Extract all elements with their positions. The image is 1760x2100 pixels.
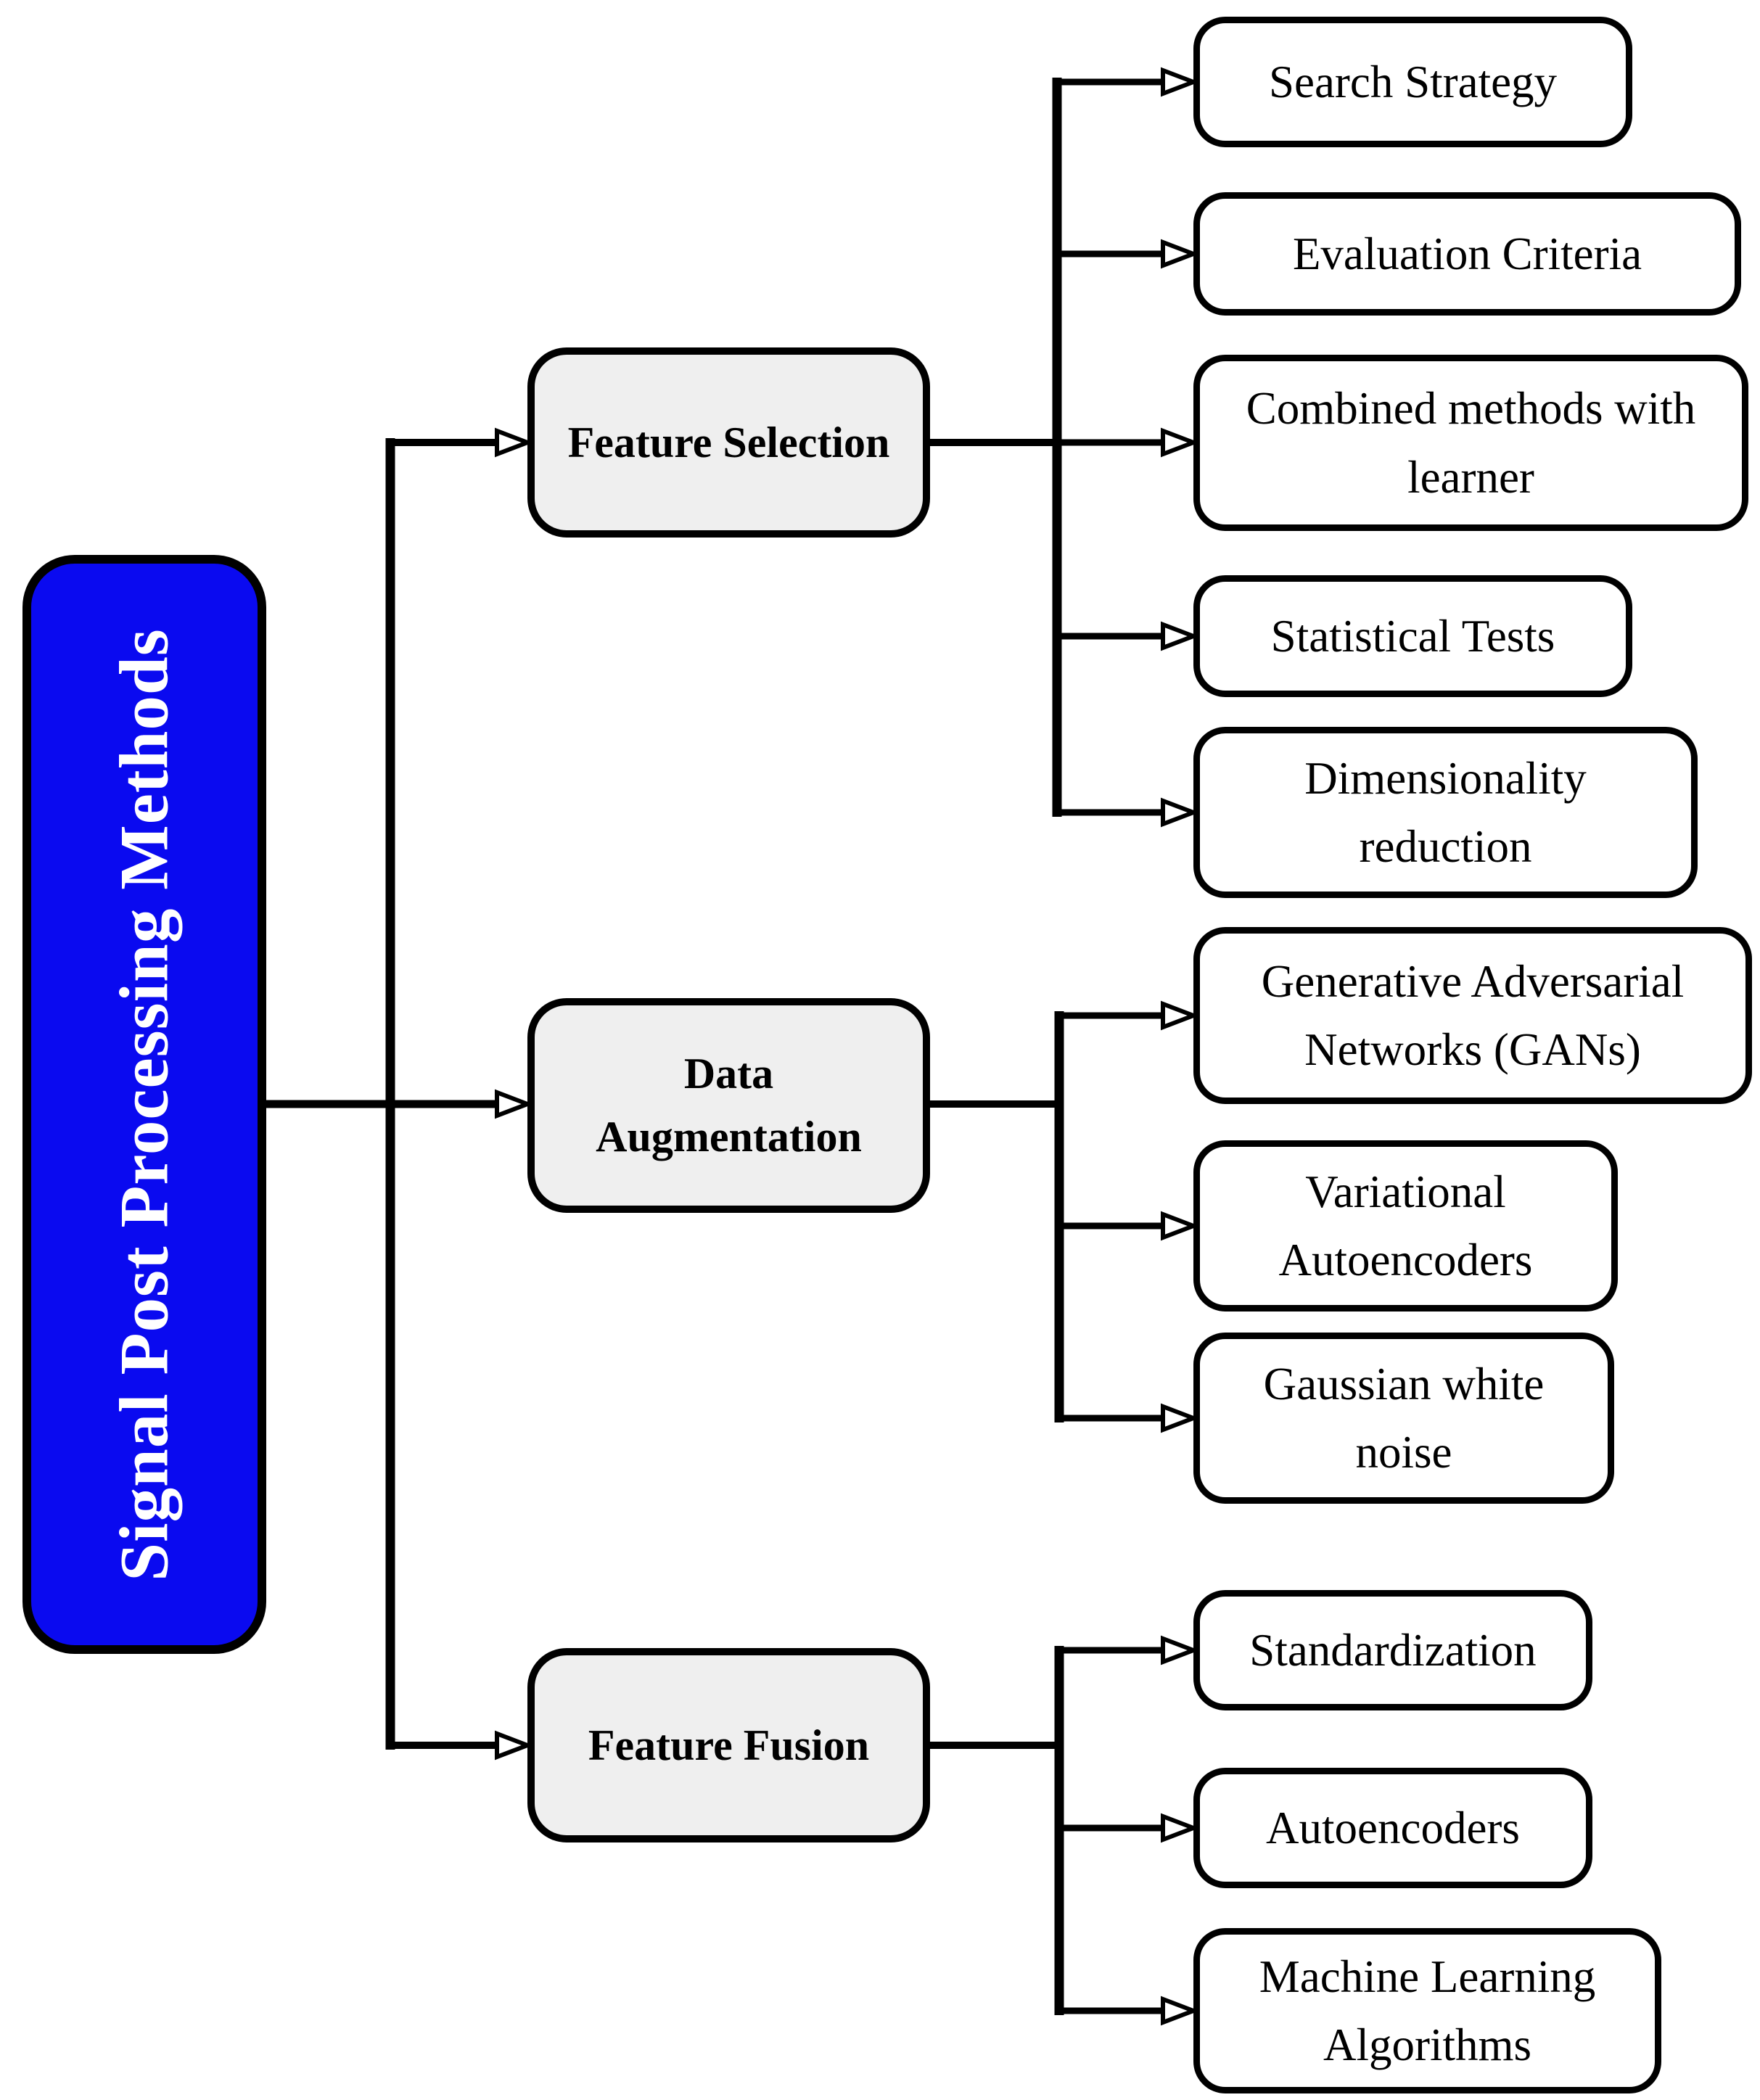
leaf-node-evaluation-criteria: Evaluation Criteria	[1193, 192, 1741, 316]
branch-node-feature-fusion: Feature Fusion	[527, 1648, 930, 1842]
leaf-node-variational-autoencoders: Variational Autoencoders	[1193, 1140, 1618, 1312]
leaf-node-label: Machine Learning Algorithms	[1259, 1951, 1596, 2071]
leaf-node-machine-learning-algorithms: Machine Learning Algorithms	[1193, 1928, 1661, 2093]
leaf-node-statistical-tests: Statistical Tests	[1193, 575, 1632, 697]
leaf-node-label: Dimensionality reduction	[1304, 752, 1587, 873]
leaf-node-combined-methods-with-learner: Combined methods with learner	[1193, 355, 1748, 531]
arrowhead	[1161, 1996, 1200, 2026]
arrowhead	[1161, 67, 1200, 97]
connector-root-to-branches	[266, 427, 534, 1761]
arrowhead	[1161, 1403, 1200, 1433]
leaf-node-search-strategy: Search Strategy	[1193, 17, 1632, 147]
leaf-node-label: Statistical Tests	[1270, 610, 1555, 662]
leaf-node-standardization: Standardization	[1193, 1590, 1592, 1710]
leaf-node-label: Standardization	[1249, 1624, 1537, 1676]
connector-feature-selection-to-leaves	[930, 67, 1200, 828]
arrowhead	[1161, 621, 1200, 651]
arrowhead	[495, 1730, 534, 1761]
leaf-node-dimensionality-reduction: Dimensionality reduction	[1193, 727, 1698, 898]
leaf-node-generative-adversarial-networks: Generative Adversarial Networks (GANs)	[1193, 927, 1752, 1104]
leaf-node-autoencoders: Autoencoders	[1193, 1768, 1592, 1888]
leaf-node-label: Combined methods with learner	[1246, 383, 1696, 503]
leaf-node-label: Gaussian white noise	[1263, 1358, 1545, 1478]
branch-node-label: Data Augmentation	[596, 1050, 862, 1161]
branch-node-label: Feature Selection	[567, 418, 890, 466]
branch-node-label: Feature Fusion	[588, 1721, 870, 1769]
connector-data-augmentation-to-leaves	[930, 1000, 1200, 1433]
arrowhead	[1161, 1000, 1200, 1031]
arrowhead	[1161, 1211, 1200, 1241]
leaf-node-label: Search Strategy	[1268, 56, 1558, 107]
root-node-label: Signal Post Processing Methods	[106, 627, 183, 1581]
arrowhead	[1161, 239, 1200, 269]
arrowhead	[1161, 1813, 1200, 1843]
leaf-node-gaussian-white-noise: Gaussian white noise	[1193, 1333, 1614, 1504]
arrowhead	[495, 1089, 534, 1119]
arrowhead	[1161, 797, 1200, 828]
leaf-node-label: Evaluation Criteria	[1292, 228, 1642, 279]
arrowhead	[1161, 1635, 1200, 1665]
leaf-node-label: Autoencoders	[1266, 1802, 1520, 1853]
connector-feature-fusion-to-leaves	[930, 1635, 1200, 2026]
arrowhead	[1161, 427, 1200, 458]
leaf-node-label: Variational Autoencoders	[1278, 1166, 1533, 1286]
branch-node-feature-selection: Feature Selection	[527, 347, 930, 538]
root-node-signal-post-processing-methods: Signal Post Processing Methods	[22, 555, 266, 1654]
branch-node-data-augmentation: Data Augmentation	[527, 998, 930, 1213]
arrowhead	[495, 427, 534, 458]
leaf-node-label: Generative Adversarial Networks (GANs)	[1261, 955, 1685, 1076]
